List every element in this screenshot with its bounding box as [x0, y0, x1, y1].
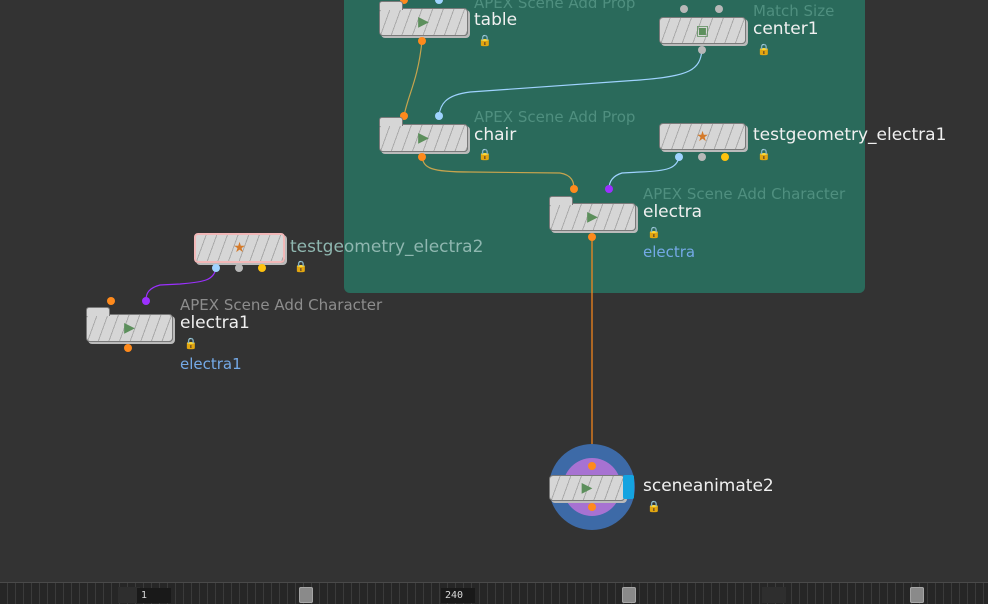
node-body[interactable]: ▶	[549, 196, 636, 231]
input-port[interactable]	[680, 5, 688, 13]
node-body[interactable]: ▶	[379, 117, 468, 152]
output-port[interactable]	[235, 264, 243, 272]
output-port[interactable]	[212, 264, 220, 272]
network-editor-canvas[interactable]: ▶ APEX Scene Add Prop table 🔒 ▣ Match Si…	[0, 0, 988, 582]
node-body[interactable]: ▣	[659, 17, 746, 44]
node-name[interactable]: electra	[643, 202, 703, 222]
node-type-label: APEX Scene Add Character	[643, 185, 846, 203]
lock-icon[interactable]: 🔒	[478, 148, 492, 161]
timeline-bar[interactable]: 1 240	[0, 582, 988, 604]
range-end-handle[interactable]	[910, 587, 924, 603]
output-port[interactable]	[721, 153, 729, 161]
apex-scene-icon: ▶	[587, 209, 598, 225]
input-port[interactable]	[107, 297, 115, 305]
lock-icon[interactable]: 🔒	[647, 500, 661, 513]
input-port[interactable]	[605, 185, 613, 193]
input-port[interactable]	[142, 297, 150, 305]
end-frame-field[interactable]: 240	[441, 588, 475, 603]
wires-layer	[145, 40, 703, 466]
output-port[interactable]	[418, 37, 426, 45]
node-name[interactable]: center1	[753, 19, 819, 39]
input-port[interactable]	[715, 5, 723, 13]
node-name[interactable]: testgeometry_electra2	[290, 237, 484, 257]
node-sub-label: electra1	[180, 355, 242, 373]
wire-center1-to-chair[interactable]	[438, 49, 703, 117]
node-name[interactable]: chair	[474, 125, 517, 145]
node-name[interactable]: testgeometry_electra1	[753, 125, 947, 145]
node-type-label: APEX Scene Add Character	[180, 296, 383, 314]
output-port[interactable]	[418, 153, 426, 161]
node-body[interactable]: ★	[659, 123, 746, 150]
lock-icon[interactable]: 🔒	[647, 226, 661, 239]
node-type-label: APEX Scene Add Prop	[474, 108, 636, 126]
output-port[interactable]	[698, 46, 706, 54]
node-body[interactable]: ▶	[86, 307, 173, 342]
apex-scene-icon: ▶	[418, 14, 429, 30]
node-name[interactable]: table	[474, 10, 518, 30]
node-body[interactable]: ▶	[549, 475, 625, 501]
wire-table-to-chair[interactable]	[403, 40, 423, 117]
node-type-label: Match Size	[753, 2, 835, 20]
output-port[interactable]	[258, 264, 266, 272]
input-port[interactable]	[588, 462, 596, 470]
output-port[interactable]	[124, 344, 132, 352]
input-port[interactable]	[435, 0, 443, 4]
node-body[interactable]: ▶	[379, 1, 468, 36]
wire-chair-to-electra[interactable]	[421, 156, 575, 190]
match-size-icon: ▣	[695, 22, 710, 39]
wire-testgeo2-to-electra1[interactable]	[145, 267, 217, 301]
figure-icon: ★	[696, 128, 709, 145]
input-port[interactable]	[400, 112, 408, 120]
node-sub-label: electra	[643, 243, 696, 261]
node-name[interactable]: sceneanimate2	[643, 476, 774, 496]
input-port[interactable]	[435, 112, 443, 120]
wire-testgeo1-to-electra[interactable]	[608, 156, 680, 190]
node-body[interactable]: ★	[194, 233, 285, 263]
lock-icon[interactable]: 🔒	[184, 337, 198, 350]
output-port[interactable]	[698, 153, 706, 161]
lock-icon[interactable]: 🔒	[478, 34, 492, 47]
lock-icon[interactable]: 🔒	[294, 260, 308, 273]
scene-animate-icon: ▶	[581, 480, 593, 496]
range-start-handle[interactable]	[299, 587, 313, 603]
input-port[interactable]	[570, 185, 578, 193]
figure-icon: ★	[233, 240, 246, 256]
lock-icon[interactable]: 🔒	[757, 43, 771, 56]
lock-icon[interactable]: 🔒	[757, 148, 771, 161]
input-port[interactable]	[400, 0, 408, 4]
timeline-ticks	[0, 583, 988, 604]
node-name[interactable]: electra1	[180, 313, 250, 333]
apex-scene-icon: ▶	[124, 320, 135, 336]
playhead-handle[interactable]	[622, 587, 636, 603]
display-flag-button[interactable]	[623, 475, 634, 499]
apex-scene-icon: ▶	[418, 130, 429, 146]
output-port[interactable]	[588, 503, 596, 511]
start-frame-field[interactable]: 1	[137, 588, 171, 603]
node-type-label: APEX Scene Add Prop	[474, 0, 636, 12]
output-port[interactable]	[588, 233, 596, 241]
output-port[interactable]	[675, 153, 683, 161]
